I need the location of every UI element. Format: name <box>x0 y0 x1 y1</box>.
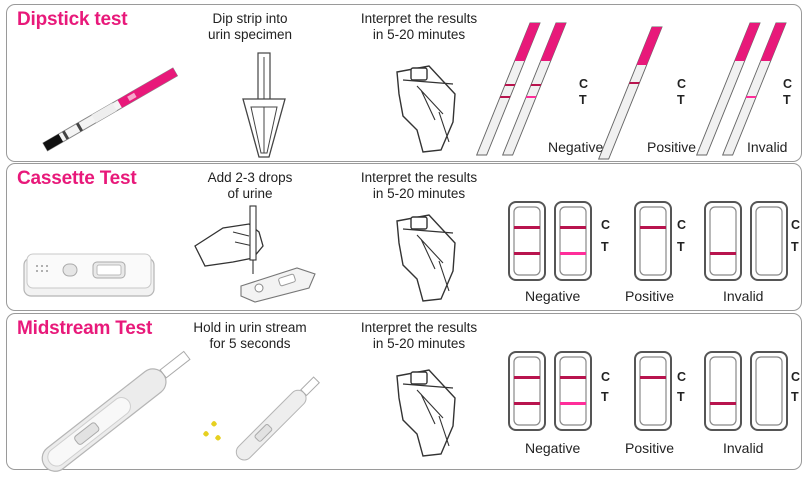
midstream-product-image <box>41 350 191 472</box>
urine-drops-icon <box>203 376 320 461</box>
dipstick-negative-label: Negative <box>548 139 604 155</box>
cassette-positive-label: Positive <box>625 288 675 304</box>
cassette-step2-instruction: Interpret the results in 5-20 minutes <box>360 170 478 201</box>
cassette-c-label-3: C <box>791 218 801 232</box>
midstream-results-image <box>508 351 788 431</box>
cassette-t-label-3: T <box>791 240 799 254</box>
dipstick-step1-instruction: Dip strip into urin specimen <box>207 11 293 42</box>
dipstick-product-image <box>42 67 179 152</box>
midstream-t-label-3: T <box>791 390 799 404</box>
midstream-test-title: Midstream Test <box>17 318 153 339</box>
dipstick-results-image <box>476 22 787 160</box>
midstream-c-label-3: C <box>791 370 801 384</box>
hand-watch-icon-3 <box>396 369 456 457</box>
midstream-negative-label: Negative <box>525 440 581 456</box>
cassette-test-panel: Cassette Test Add 2-3 drops of urine Int… <box>6 163 802 311</box>
cassette-c-label-1: C <box>601 218 611 232</box>
cassette-invalid-label: Invalid <box>723 288 764 304</box>
midstream-invalid-label: Invalid <box>723 440 764 456</box>
midstream-test-panel: Midstream Test Hold in urin stream for 5… <box>6 313 802 472</box>
dropper-hand-icon <box>194 205 316 303</box>
dipstick-test-title: Dipstick test <box>17 9 128 30</box>
dipstick-t-label-3: T <box>783 93 791 107</box>
midstream-positive-label: Positive <box>625 440 675 456</box>
midstream-step1-instruction: Hold in urin stream for 5 seconds <box>193 320 307 351</box>
dipstick-invalid-label: Invalid <box>747 139 788 155</box>
dipstick-positive-label: Positive <box>647 139 697 155</box>
cassette-results-image <box>508 201 788 281</box>
midstream-step2-instruction: Interpret the results in 5-20 minutes <box>360 320 478 351</box>
cassette-step1-instruction: Add 2-3 drops of urine <box>207 170 293 201</box>
cassette-t-label-2: T <box>677 240 685 254</box>
dipstick-step2-instruction: Interpret the results in 5-20 minutes <box>360 11 478 42</box>
cassette-c-label-2: C <box>677 218 687 232</box>
dipstick-t-label-2: T <box>677 93 685 107</box>
strip-in-cup-image <box>242 52 286 158</box>
cassette-t-label-1: T <box>601 240 609 254</box>
cassette-negative-label: Negative <box>525 288 581 304</box>
cassette-product-image <box>23 253 155 297</box>
dipstick-test-panel: Dipstick test Dip strip into urin specim… <box>6 4 802 162</box>
cassette-test-title: Cassette Test <box>17 168 137 189</box>
midstream-c-label-1: C <box>601 370 611 384</box>
dipstick-c-label-1: C <box>579 77 589 91</box>
dipstick-c-label-3: C <box>783 77 793 91</box>
dipstick-c-label-2: C <box>677 77 687 91</box>
dipstick-t-label-1: T <box>579 93 587 107</box>
midstream-c-label-2: C <box>677 370 687 384</box>
midstream-t-label-2: T <box>677 390 685 404</box>
midstream-t-label-1: T <box>601 390 609 404</box>
hand-watch-icon-2 <box>396 214 456 302</box>
hand-watch-icon <box>396 65 456 153</box>
